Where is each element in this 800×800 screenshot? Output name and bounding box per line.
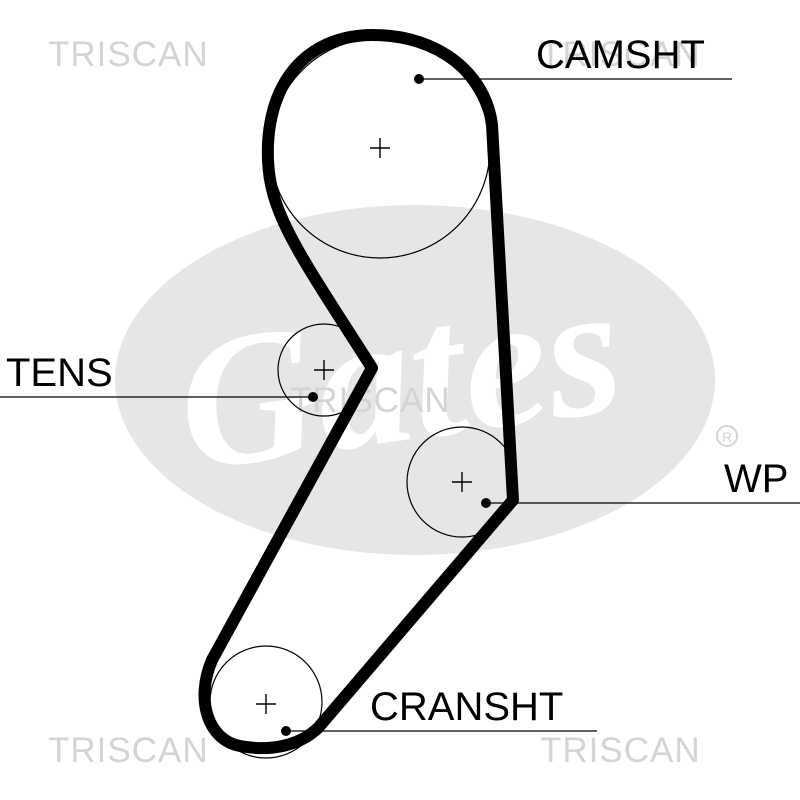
triscan-watermark-top-right: TRISCAN xyxy=(540,35,701,74)
triscan-watermark-bottom-right: TRISCAN xyxy=(540,731,701,770)
registered-mark: R xyxy=(722,429,732,445)
registered-mark-ring xyxy=(716,425,738,447)
water-pump-label: WP xyxy=(724,457,788,501)
timing-belt xyxy=(198,29,519,755)
water-pump-leader xyxy=(481,498,800,508)
crankshaft-leader xyxy=(281,726,597,736)
triscan-watermark-top-left: TRISCAN xyxy=(48,35,209,74)
tensioner-leader xyxy=(0,392,318,402)
camshaft-leader xyxy=(414,74,732,84)
camshaft-label: CAMSHT xyxy=(536,33,705,77)
triscan-watermark-bottom-left: TRISCAN xyxy=(48,731,209,770)
logo-oval xyxy=(115,205,715,555)
triscan-watermark-center: TRISCAN xyxy=(290,381,451,420)
tensioner-label: TENS xyxy=(6,351,113,395)
crankshaft-label: CRANSHT xyxy=(370,685,563,729)
gates-logo-watermark: Gates R xyxy=(115,205,738,555)
